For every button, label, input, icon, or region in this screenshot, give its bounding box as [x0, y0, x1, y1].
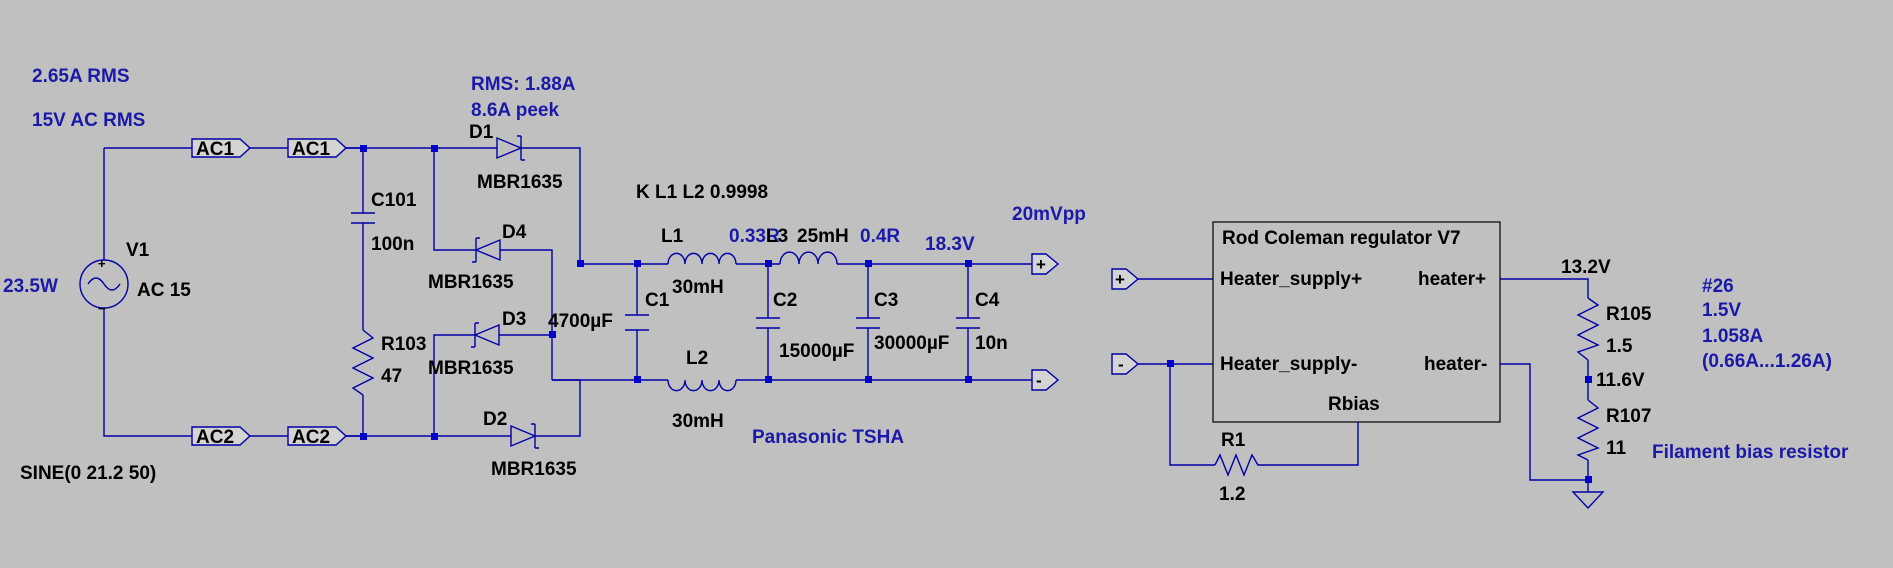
capacitor-c4 — [956, 317, 980, 329]
label-l3-value: 25mH — [797, 226, 849, 247]
ground-icon — [1571, 491, 1605, 510]
annotation-tube-voltage: 1.5V — [1702, 300, 1741, 321]
svg-text:-: - — [1118, 355, 1124, 374]
resistor-r103 — [351, 329, 375, 396]
net-flag-ac2-left: AC2 — [191, 426, 252, 448]
junction-nodes — [360, 145, 1592, 483]
annotation-l1-resistance: 0.33R — [729, 226, 780, 247]
annotation-tube-range: (0.66A...1.26A) — [1702, 351, 1832, 372]
label-c101-value: 100n — [371, 234, 414, 255]
svg-text:AC1: AC1 — [196, 139, 234, 160]
label-r1-value: 1.2 — [1219, 484, 1245, 505]
label-r103-name: R103 — [381, 334, 426, 355]
label-d2-name: D2 — [483, 409, 507, 430]
label-d4-name: D4 — [502, 222, 527, 243]
svg-text:AC2: AC2 — [196, 427, 234, 448]
label-d2-value: MBR1635 — [491, 459, 577, 480]
label-r1-name: R1 — [1221, 430, 1246, 451]
annotation-voltage-rms: 15V AC RMS — [32, 110, 145, 131]
annotation-tube-current: 1.058A — [1702, 326, 1764, 347]
label-r105-name: R105 — [1606, 304, 1652, 325]
label-c3-value: 30000µF — [874, 333, 949, 354]
pin-heater-supply-minus: Heater_supply- — [1220, 354, 1357, 375]
net-flag-minus-out: - — [1031, 369, 1060, 391]
diode-d2 — [510, 423, 539, 449]
label-heater-voltage: 13.2V — [1561, 257, 1611, 278]
inductor-l2 — [667, 379, 737, 392]
svg-text:AC2: AC2 — [292, 427, 330, 448]
annotation-power: 23.5W — [3, 276, 58, 297]
label-r107-value: 11 — [1606, 438, 1627, 459]
annotation-l3-resistance: 0.4R — [860, 226, 900, 247]
label-d1-value: MBR1635 — [477, 172, 563, 193]
net-flag-plus-in: + — [1111, 268, 1140, 290]
pin-rbias: Rbias — [1328, 394, 1380, 415]
diode-d1 — [496, 135, 525, 161]
resistor-r105 — [1576, 297, 1600, 361]
label-l3-name: L3 — [766, 226, 788, 247]
resistor-r1 — [1214, 453, 1263, 477]
label-c3-name: C3 — [874, 290, 898, 311]
label-l2-name: L2 — [686, 348, 708, 369]
label-v1-spec: SINE(0 21.2 50) — [20, 463, 156, 484]
label-l1-name: L1 — [661, 226, 684, 247]
capacitor-c1 — [625, 314, 649, 331]
net-flag-minus-in: - — [1111, 353, 1140, 375]
capacitor-c3 — [856, 317, 880, 329]
annotation-diode-rms: RMS: 1.88A — [471, 74, 576, 95]
label-c2-value: 15000µF — [779, 341, 854, 362]
annotation-diode-peak: 8.6A peek — [471, 100, 559, 121]
annotation-current-rms: 2.65A RMS — [32, 66, 130, 87]
svg-text:+: + — [1115, 270, 1125, 289]
capacitor-c101 — [351, 212, 375, 232]
regulator-block: Rod Coleman regulator V7 Heater_supply+ … — [1212, 221, 1501, 425]
label-c1-name: C1 — [645, 290, 670, 311]
annotation-output-voltage: 18.3V — [925, 234, 975, 255]
label-v1-value: AC 15 — [137, 280, 191, 301]
net-flag-ac2-right: AC2 — [287, 426, 348, 448]
label-l2-value: 30mH — [672, 411, 724, 432]
label-c4-name: C4 — [975, 290, 1000, 311]
pin-heater-plus: heater+ — [1418, 269, 1486, 290]
pin-heater-minus: heater- — [1424, 354, 1487, 375]
capacitor-c2 — [756, 317, 780, 329]
net-flag-ac1-right: AC1 — [287, 138, 348, 160]
diode-d3 — [471, 322, 500, 348]
annotation-tube: #26 — [1702, 276, 1734, 297]
label-r103-value: 47 — [381, 366, 402, 387]
label-coupling: K L1 L2 0.9998 — [636, 182, 768, 203]
label-c1-value: 4700µF — [548, 311, 613, 332]
annotation-bias-note: Filament bias resistor — [1652, 442, 1849, 463]
regulator-title: Rod Coleman regulator V7 — [1222, 228, 1461, 249]
label-mid-voltage: 11.6V — [1596, 370, 1645, 391]
label-c4-value: 10n — [975, 333, 1008, 354]
net-flag-ac1-left: AC1 — [191, 138, 252, 160]
label-l1-value: 30mH — [672, 277, 724, 298]
svg-text:+: + — [1036, 255, 1046, 274]
label-c101-name: C101 — [371, 190, 417, 211]
pin-heater-supply-plus: Heater_supply+ — [1220, 269, 1362, 290]
svg-text:AC1: AC1 — [292, 139, 330, 160]
annotation-ripple: 20mVpp — [1012, 204, 1086, 225]
annotation-cap-brand: Panasonic TSHA — [752, 427, 904, 448]
label-v1-name: V1 — [126, 240, 150, 261]
inductor-l3 — [768, 251, 844, 265]
label-r105-value: 1.5 — [1606, 336, 1633, 357]
label-r107-name: R107 — [1606, 406, 1651, 427]
wires — [103, 147, 1589, 492]
svg-text:-: - — [1036, 371, 1042, 390]
label-d3-value: MBR1635 — [428, 358, 514, 379]
source-plus-mark: + — [98, 256, 106, 271]
label-c2-name: C2 — [773, 290, 797, 311]
inductor-l1 — [667, 252, 737, 265]
source-minus-mark: − — [98, 301, 106, 316]
label-d3-name: D3 — [502, 309, 526, 330]
resistor-r107 — [1576, 399, 1600, 461]
label-d4-value: MBR1635 — [428, 272, 514, 293]
voltage-source-v1: + − — [79, 256, 129, 316]
label-d1-name: D1 — [469, 122, 494, 143]
diode-d4 — [472, 237, 501, 263]
net-flag-plus-out: + — [1031, 253, 1060, 275]
